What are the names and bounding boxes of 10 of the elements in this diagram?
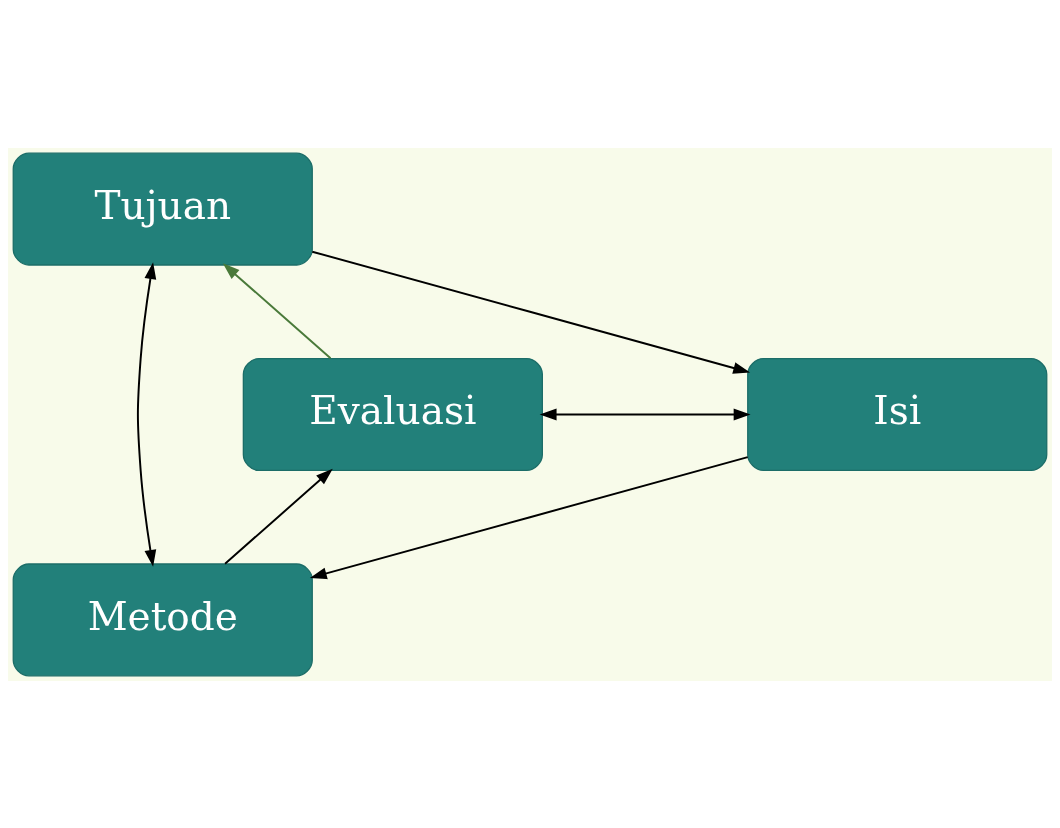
arrow bbox=[224, 468, 333, 565]
arrow bbox=[136, 261, 157, 567]
node-box: Evaluasi bbox=[242, 357, 543, 471]
arrow bbox=[309, 455, 749, 579]
arrow bbox=[222, 262, 332, 359]
arrow bbox=[311, 250, 751, 374]
arrow bbox=[539, 408, 751, 420]
node-box: Metode bbox=[12, 562, 313, 676]
node-box: Isi bbox=[747, 357, 1048, 471]
node-box: Tujuan bbox=[12, 152, 313, 266]
